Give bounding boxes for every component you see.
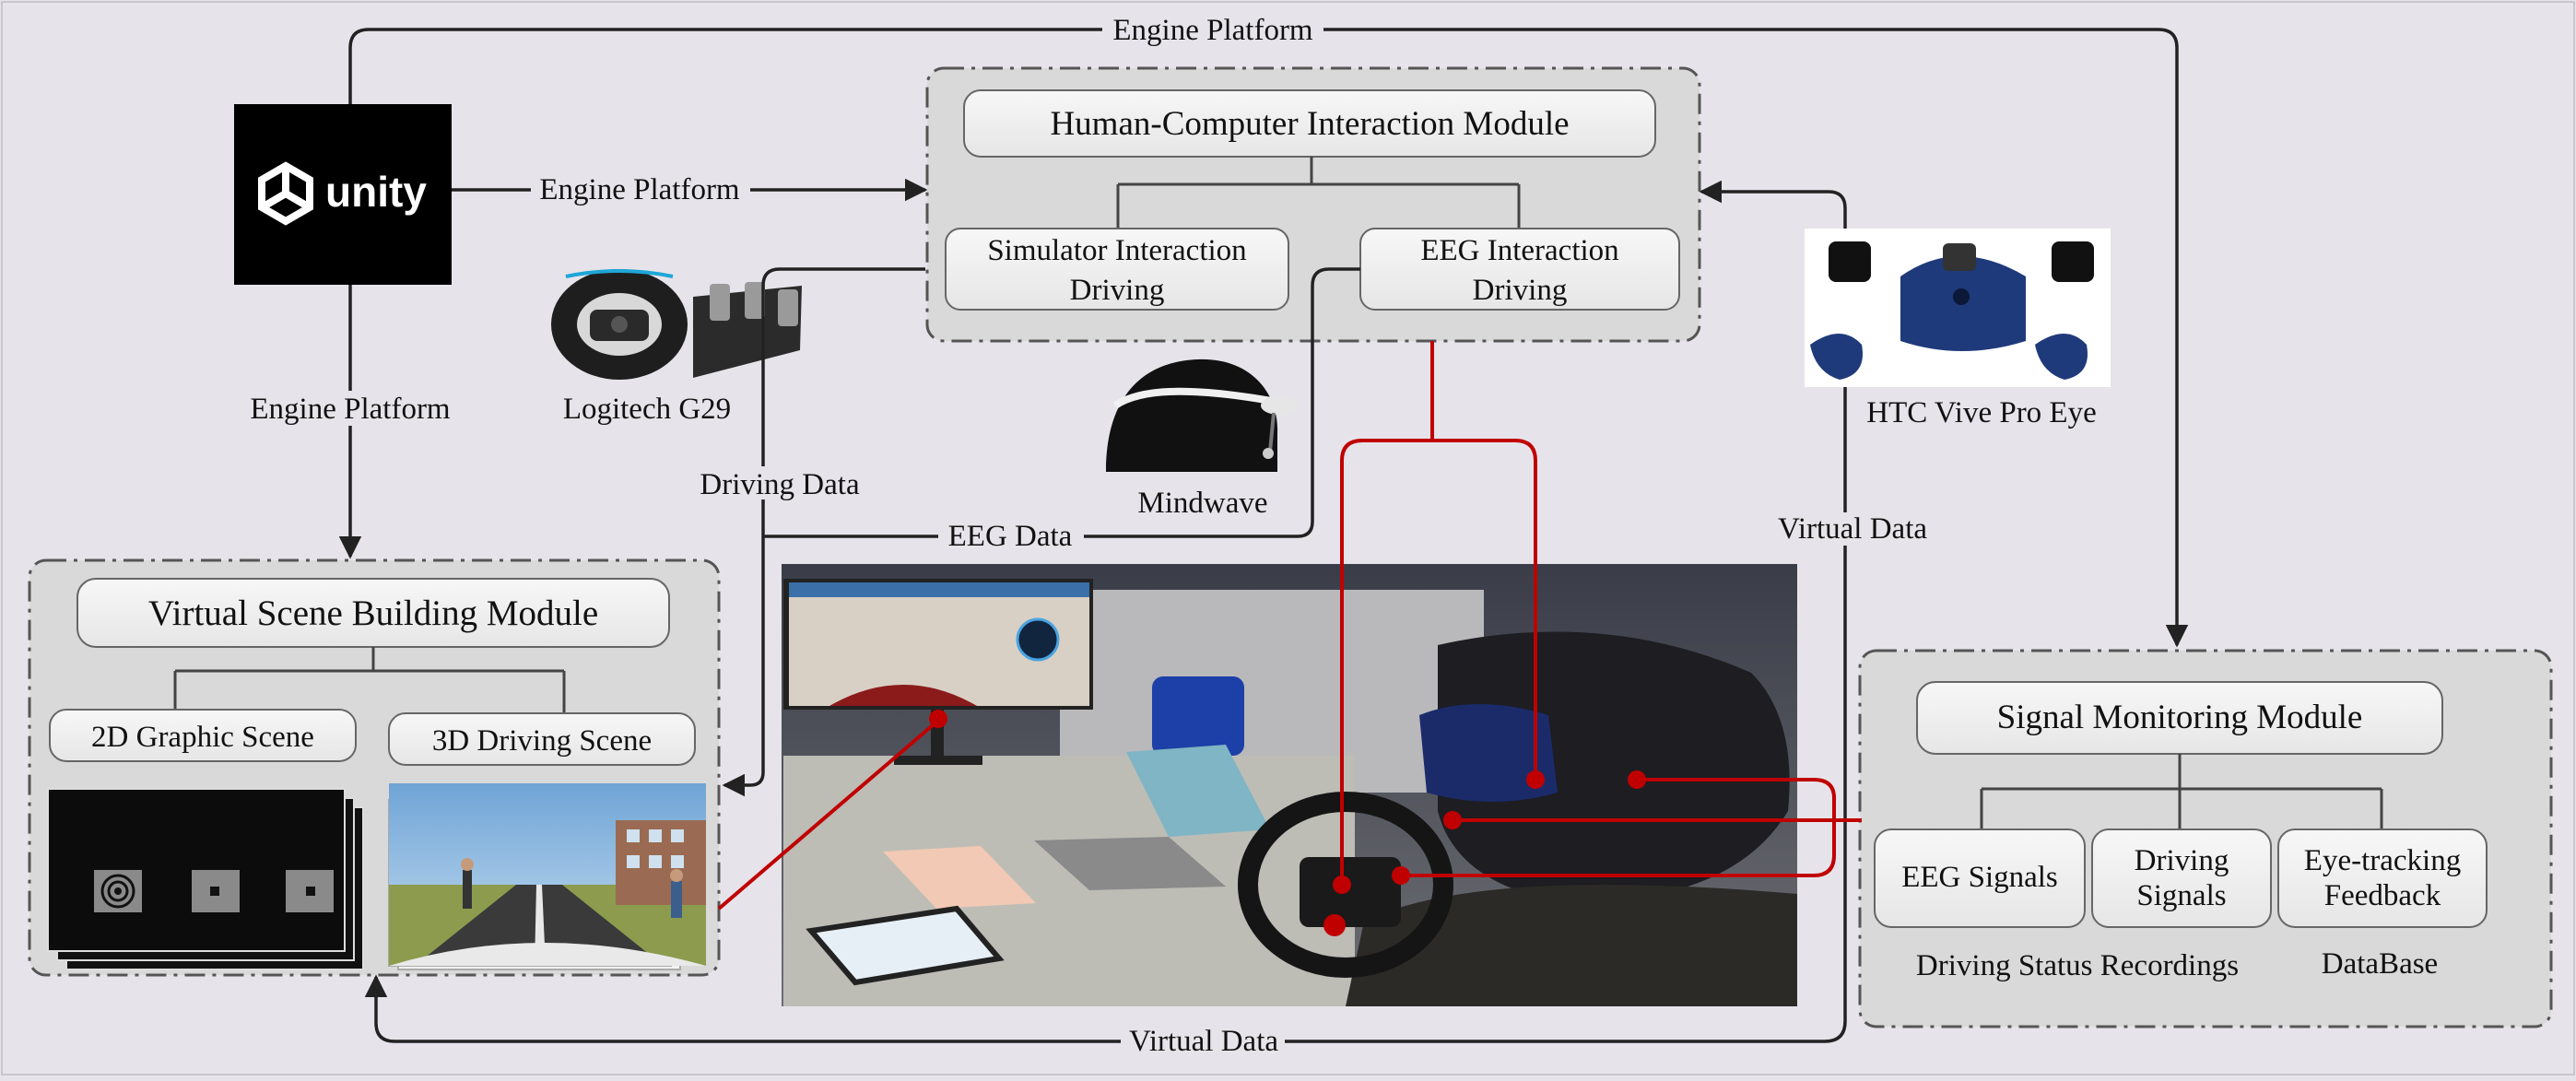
database-label: DataBase: [2322, 947, 2438, 981]
hci-module-title-box: [963, 89, 1656, 158]
vive-label: HTC Vive Pro Eye: [1866, 396, 2096, 429]
steering-wheel-label: Logitech G29: [563, 393, 731, 426]
hci-tree-lines: [1116, 157, 1521, 230]
virtual-scene-title: Virtual Scene Building Module: [148, 593, 598, 633]
experiment-photo: [782, 564, 1797, 1006]
engine-top-label: Engine Platform: [1112, 14, 1313, 47]
virtual-scene-tree-lines: [173, 647, 566, 715]
steering-wheel-image: [551, 269, 802, 380]
simulator-interaction-box: [945, 228, 1289, 311]
vive-hci-path: [1699, 180, 1847, 229]
mindwave-headset-image: [1106, 358, 1298, 472]
signal-highlight-loop: [1401, 778, 1836, 877]
virtual-data-bottom-label: Virtual Data: [1129, 1025, 1278, 1058]
eye-tracking-line2: Feedback: [2324, 879, 2441, 912]
scene-3d-label: 3D Driving Scene: [432, 724, 652, 758]
unity-logo: unity: [234, 104, 452, 285]
virtual-data-path: [364, 387, 1847, 1043]
eye-tracking-line1: Eye-tracking: [2304, 844, 2461, 877]
hci-module-title: Human-Computer Interaction Module: [1050, 105, 1569, 143]
highlight-lines: [717, 341, 1862, 911]
scene-2d-image: [47, 788, 364, 970]
driving-data-path: [722, 267, 925, 797]
eeg-signals-label: EEG Signals: [1901, 861, 2058, 894]
driving-signals-line1: Driving: [2135, 844, 2229, 877]
scene-2d-label: 2D Graphic Scene: [91, 721, 314, 754]
eeg-interaction-line2: Driving: [1473, 274, 1568, 307]
driving-signals-box: [2091, 828, 2272, 928]
eeg-signals-box: [1874, 828, 2086, 928]
flow-lines: [338, 28, 2189, 1043]
unity-logo-text: unity: [325, 168, 427, 216]
scene-3d-box: [388, 712, 696, 766]
engine-hci-label: Engine Platform: [539, 173, 740, 206]
signal-monitoring-tree-lines: [1980, 754, 2383, 831]
signal-monitoring-title: Signal Monitoring Module: [1997, 699, 2363, 736]
simulator-interaction-line2: Driving: [1070, 274, 1165, 307]
scene-2d-box: [49, 709, 357, 762]
scene-3d-image: [388, 783, 706, 970]
vive-headset-image: [1805, 229, 2111, 387]
eeg-data-label: EEG Data: [948, 520, 1073, 553]
recordings-label: Driving Status Recordings: [1916, 949, 2239, 982]
simulator-interaction-line1: Simulator Interaction: [987, 234, 1246, 267]
driving-signals-line2: Signals: [2136, 879, 2226, 912]
scene-highlight-link: [717, 717, 942, 911]
driving-data-label: Driving Data: [700, 468, 860, 501]
eeg-highlight-loop: [1340, 439, 1537, 885]
mindwave-label: Mindwave: [1137, 487, 1267, 520]
virtual-data-right-label: Virtual Data: [1778, 512, 1927, 546]
eeg-interaction-line1: EEG Interaction: [1420, 234, 1618, 267]
eeg-data-path: [763, 267, 1360, 538]
highlight-dots: [929, 710, 1646, 894]
eye-tracking-box: [2277, 828, 2488, 928]
engine-left-label: Engine Platform: [250, 393, 451, 426]
